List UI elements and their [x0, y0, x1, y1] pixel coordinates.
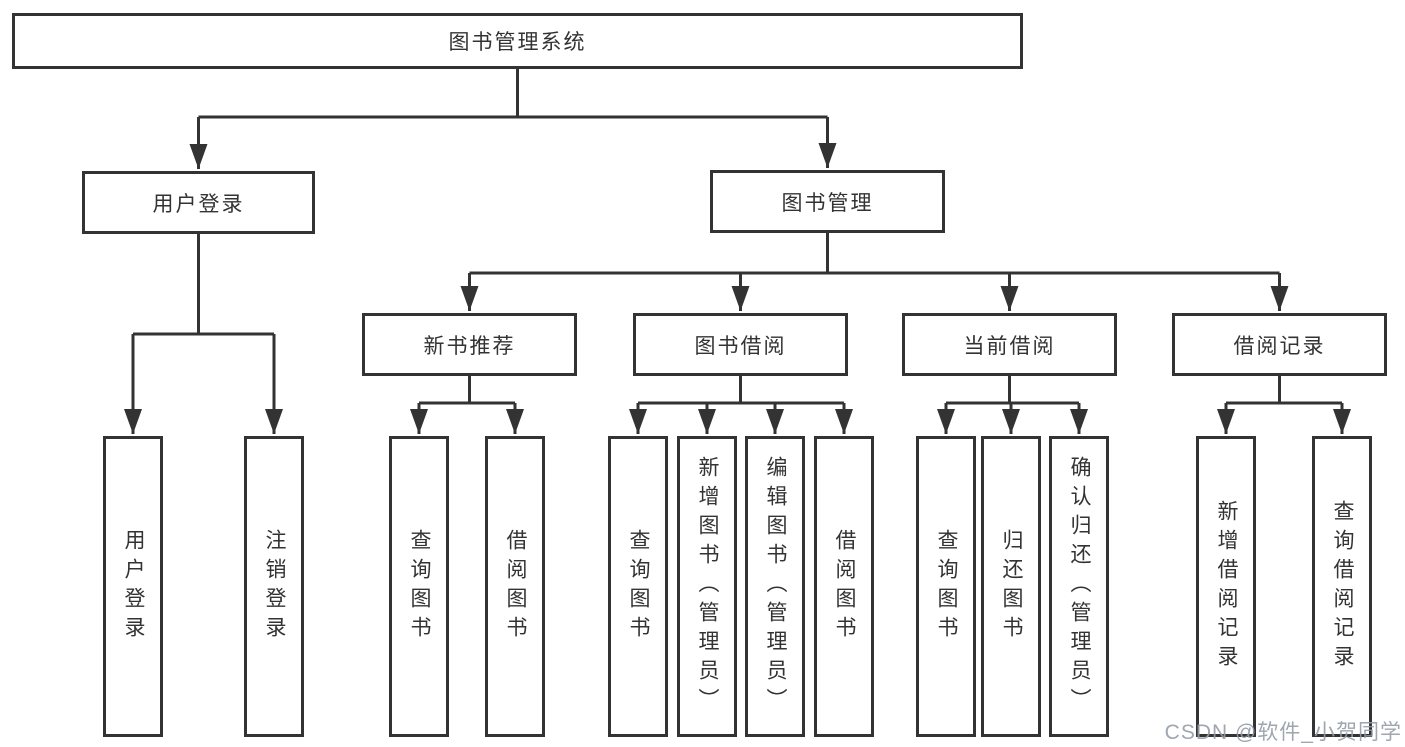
node-root: 图书管理系统 [12, 13, 1023, 69]
leaf-label: 归还图书 [1000, 528, 1023, 645]
node-new-book-recommend: 新书推荐 [362, 313, 577, 376]
leaf-label: 确认归还（管理员） [1068, 456, 1091, 717]
leaf-add-books-admin: 新增图书（管理员） [677, 436, 737, 737]
node-borrowing-records: 借阅记录 [1172, 313, 1387, 376]
leaf-label: 新增图书（管理员） [696, 456, 719, 717]
leaf-label: 注销登录 [263, 528, 286, 645]
leaf-add-borrow-record: 新增借阅记录 [1196, 436, 1256, 737]
leaf-query-borrow-record: 查询借阅记录 [1312, 436, 1372, 737]
leaf-label: 新增借阅记录 [1215, 499, 1238, 674]
leaf-query-books-3: 查询图书 [916, 436, 976, 737]
node-book-borrowing: 图书借阅 [633, 313, 848, 376]
node-book-management: 图书管理 [710, 170, 945, 233]
leaf-edit-books-admin: 编辑图书（管理员） [745, 436, 805, 737]
leaf-label: 借阅图书 [504, 528, 527, 645]
leaf-label: 查询图书 [935, 528, 958, 645]
leaf-label: 查询图书 [408, 528, 431, 645]
leaf-query-books-2: 查询图书 [608, 436, 668, 737]
csdn-watermark: CSDN @软件_小贺同学 [1164, 721, 1402, 744]
node-user-login: 用户登录 [82, 171, 315, 234]
leaf-borrow-books-1: 借阅图书 [485, 436, 545, 737]
node-current-borrowing: 当前借阅 [902, 313, 1117, 376]
leaf-label: 查询图书 [627, 528, 650, 645]
leaf-label: 借阅图书 [833, 528, 856, 645]
leaf-label: 查询借阅记录 [1331, 499, 1354, 674]
leaf-return-books: 归还图书 [981, 436, 1041, 737]
leaf-logout: 注销登录 [244, 436, 304, 737]
leaf-borrow-books-2: 借阅图书 [814, 436, 874, 737]
leaf-label: 编辑图书（管理员） [764, 456, 787, 717]
leaf-confirm-return-admin: 确认归还（管理员） [1049, 436, 1109, 737]
leaf-user-login: 用户登录 [103, 436, 163, 737]
leaf-query-books-1: 查询图书 [389, 436, 449, 737]
leaf-label: 用户登录 [122, 528, 145, 645]
